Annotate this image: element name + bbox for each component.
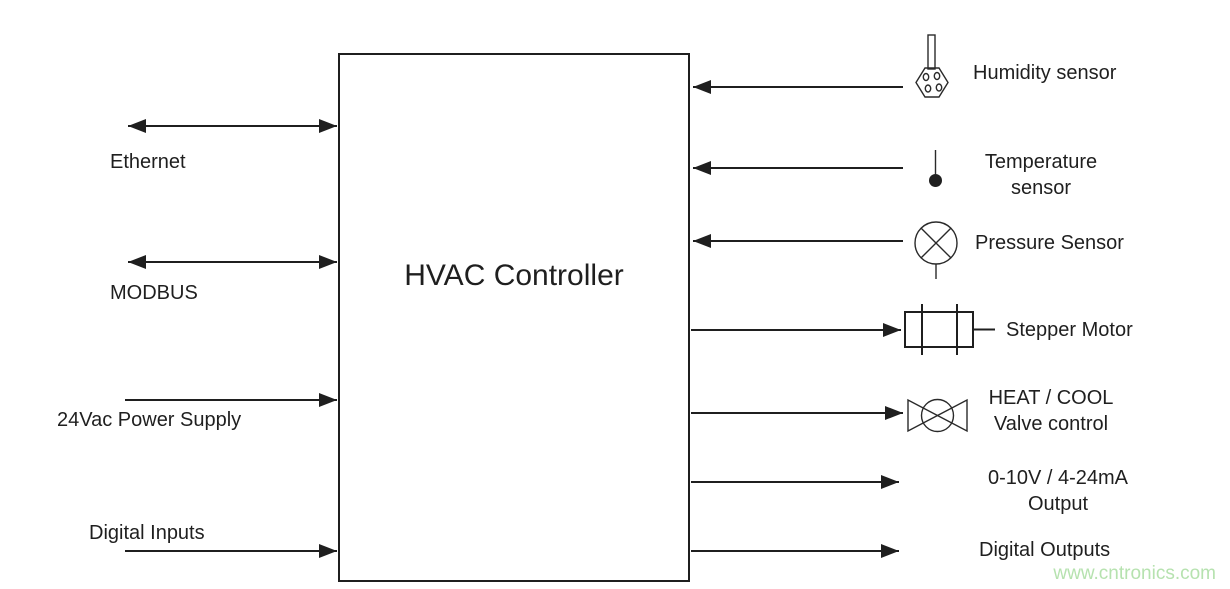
label-line: Valve control (993, 413, 1109, 435)
label-line: 24Vac Power Supply (57, 409, 242, 431)
label-line: sensor (1010, 177, 1072, 199)
valve-icon (907, 398, 968, 433)
label-digital-outputs: Digital Outputs (979, 537, 1110, 563)
watermark: www.cntronics.com (1053, 563, 1216, 584)
label-humidity-sensor: Humidity sensor (973, 60, 1116, 86)
label-digital-inputs: Digital Inputs (89, 520, 205, 546)
label-modbus: MODBUS (110, 280, 198, 306)
label-stepper-motor: Stepper Motor (1006, 317, 1133, 343)
label-analog-output: 0-10V / 4-24mA Output (978, 465, 1138, 517)
label-line: MODBUS (110, 282, 198, 304)
label-line: Humidity sensor (973, 62, 1117, 84)
label-valve-control: HEAT / COOL Valve control (971, 385, 1131, 437)
label-ethernet: Ethernet (110, 149, 186, 175)
label-line: Temperature (984, 151, 1098, 173)
pressure-sensor-icon (914, 221, 958, 279)
label-line: Pressure Sensor (975, 232, 1124, 254)
humidity-sensor-icon (915, 34, 949, 98)
label-line: Digital Inputs (89, 522, 205, 544)
label-pressure-sensor: Pressure Sensor (975, 230, 1124, 256)
label-line: Stepper Motor (1006, 319, 1133, 341)
label-power-supply: 24Vac Power Supply (57, 407, 241, 433)
stepper-motor-icon (904, 304, 995, 355)
label-line: 0-10V / 4-24mA (987, 467, 1129, 489)
controller-title: HVAC Controller (404, 259, 624, 292)
label-line: Ethernet (110, 151, 186, 173)
temperature-sensor-icon (929, 150, 942, 187)
label-line: HEAT / COOL (988, 387, 1114, 409)
controller-box: HVAC Controller (338, 53, 690, 582)
label-line: Output (1027, 493, 1089, 515)
label-line: Digital Outputs (979, 539, 1111, 561)
label-temperature-sensor: Temperature sensor (961, 149, 1121, 201)
